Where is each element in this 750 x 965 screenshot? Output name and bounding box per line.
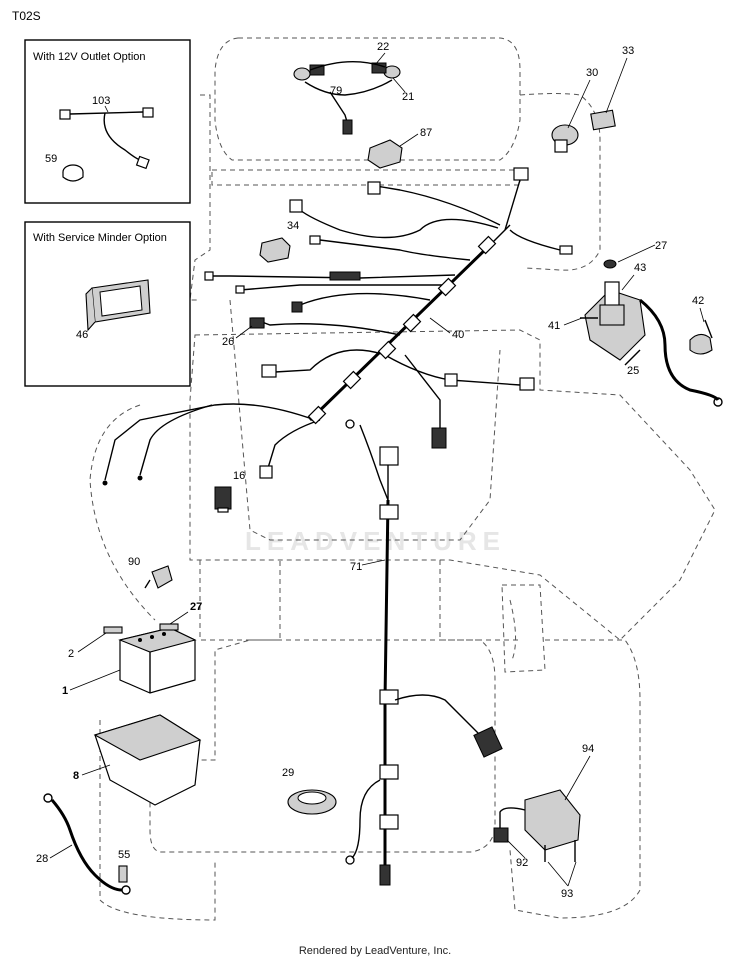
watermark: LEADVENTURE [245,526,506,556]
callout-92: 92 [516,857,528,869]
diagram-code: T02S [12,9,41,23]
callout-103: 103 [92,95,110,107]
callout-30: 30 [586,67,598,79]
battery-tray-8 [93,714,202,806]
callout-90: 90 [128,556,140,568]
callout-2: 2 [68,648,74,660]
service-minder-46 [85,279,151,332]
relay-90 [144,565,173,589]
outlet-59 [62,164,84,182]
ignition-switch-30 [551,124,579,153]
switch-34 [259,237,291,263]
callout-40: 40 [452,329,464,341]
callout-21: 21 [402,91,414,103]
callout-26: 26 [222,336,234,348]
harness-103 [59,107,154,170]
inset-service-title: With Service Minder Option [33,232,167,244]
callout-22: 22 [377,41,389,53]
callout-29: 29 [282,767,294,779]
callout-28: 28 [36,853,48,865]
callout-8: 8 [73,770,79,782]
callout-41: 41 [548,320,560,332]
callout-71: 71 [350,561,362,573]
callout-46: 46 [76,329,88,341]
callout-94: 94 [582,743,594,755]
bolt-55 [118,865,128,883]
switch-assembly-94 [493,789,581,862]
callout-27b: 27 [190,601,202,613]
headlight-harness [293,60,401,135]
battery-1 [118,627,197,694]
callout-93: 93 [561,888,573,900]
fuse-26 [249,317,265,329]
key-33 [590,109,616,131]
footer-credit: Rendered by LeadVenture, Inc. [298,945,452,957]
callout-27a: 27 [655,240,667,252]
switch-87 [367,139,403,169]
cable-28 [43,793,131,895]
bolt-27 [159,623,179,631]
callout-43: 43 [634,262,646,274]
callout-87: 87 [420,127,432,139]
harness-71 [345,419,503,886]
solenoid-43 [580,259,646,361]
callout-42: 42 [692,295,704,307]
boot-42 [689,319,713,355]
plug-29 [287,789,337,815]
bolt-2 [103,626,123,634]
switch-16 [214,486,232,513]
callout-1: 1 [62,685,68,697]
callout-33: 33 [622,45,634,57]
callout-34: 34 [287,220,299,232]
inset-12v-outlet: With 12V Outlet Option 103 59 [24,39,191,204]
callout-25: 25 [627,365,639,377]
inset-service-minder: With Service Minder Option 46 [24,221,191,387]
callout-16: 16 [233,470,245,482]
callout-59: 59 [45,153,57,165]
callout-55: 55 [118,849,130,861]
callout-79: 79 [330,85,342,97]
cable-25 [624,298,723,407]
inset-12v-title: With 12V Outlet Option [33,51,146,63]
